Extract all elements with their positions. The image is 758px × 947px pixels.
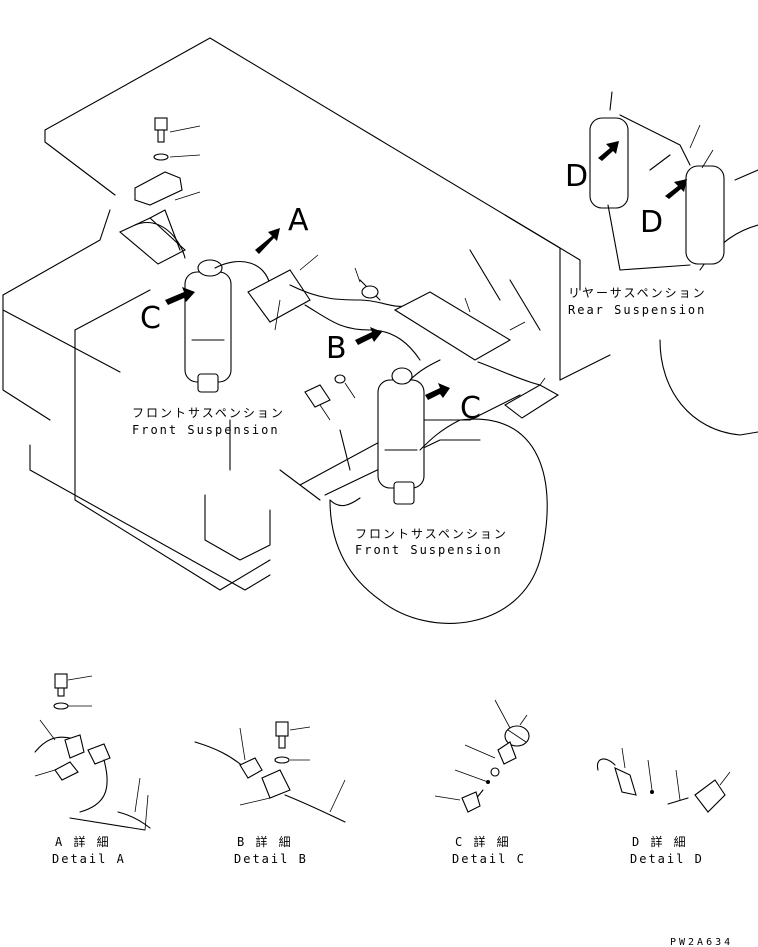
arrow-a bbox=[255, 228, 280, 254]
callout-a: A bbox=[288, 203, 309, 238]
front-suspension-left bbox=[184, 259, 232, 393]
label-rear-suspension: リヤーサスペンション Rear Suspension bbox=[568, 286, 707, 317]
arrow-d-left bbox=[598, 141, 619, 161]
label-rear-en: Rear Suspension bbox=[568, 303, 706, 317]
callout-d-left: D bbox=[565, 159, 588, 194]
callout-arrows bbox=[165, 141, 687, 400]
detail-d-en: Detail D bbox=[630, 852, 704, 866]
front-suspension-right bbox=[377, 367, 425, 505]
label-front-right-jp: フロントサスペンション bbox=[355, 527, 508, 541]
detail-b-en: Detail B bbox=[234, 852, 308, 866]
drawing-code: PW2A634 bbox=[670, 937, 733, 947]
callout-c-right: C bbox=[460, 391, 481, 426]
callout-b: B bbox=[326, 331, 347, 366]
detail-b-jp: B 詳 細 bbox=[237, 834, 293, 849]
label-front-suspension-left: フロントサスペンション Front Suspension bbox=[132, 406, 285, 437]
detail-a-drawing bbox=[34, 673, 151, 831]
label-front-left-jp: フロントサスペンション bbox=[132, 406, 285, 420]
machine-frame bbox=[2, 37, 611, 591]
arrow-c-right bbox=[425, 383, 450, 400]
rear-suspension bbox=[589, 91, 725, 271]
callout-d-right: D bbox=[640, 205, 663, 240]
detail-a-jp: A 詳 細 bbox=[55, 834, 111, 849]
detail-c-en: Detail C bbox=[452, 852, 526, 866]
label-front-right-en: Front Suspension bbox=[355, 543, 503, 557]
detail-a-en: Detail A bbox=[52, 852, 126, 866]
detail-c-jp: C 詳 細 bbox=[455, 834, 511, 849]
label-front-left-en: Front Suspension bbox=[132, 423, 280, 437]
detail-d-drawing bbox=[596, 747, 731, 813]
callout-c-left: C bbox=[140, 301, 161, 336]
arrow-d-right bbox=[665, 179, 687, 199]
label-front-suspension-right: フロントサスペンション Front Suspension bbox=[355, 527, 508, 557]
arrow-b bbox=[355, 327, 382, 345]
front-wheel bbox=[329, 418, 548, 624]
wiring-harness bbox=[118, 117, 560, 507]
arrow-c-left bbox=[165, 287, 195, 305]
detail-d-jp: D 詳 細 bbox=[632, 834, 688, 849]
label-rear-jp: リヤーサスペンション bbox=[568, 286, 707, 300]
detail-c-drawing bbox=[434, 699, 530, 813]
detail-b-drawing bbox=[194, 721, 346, 823]
